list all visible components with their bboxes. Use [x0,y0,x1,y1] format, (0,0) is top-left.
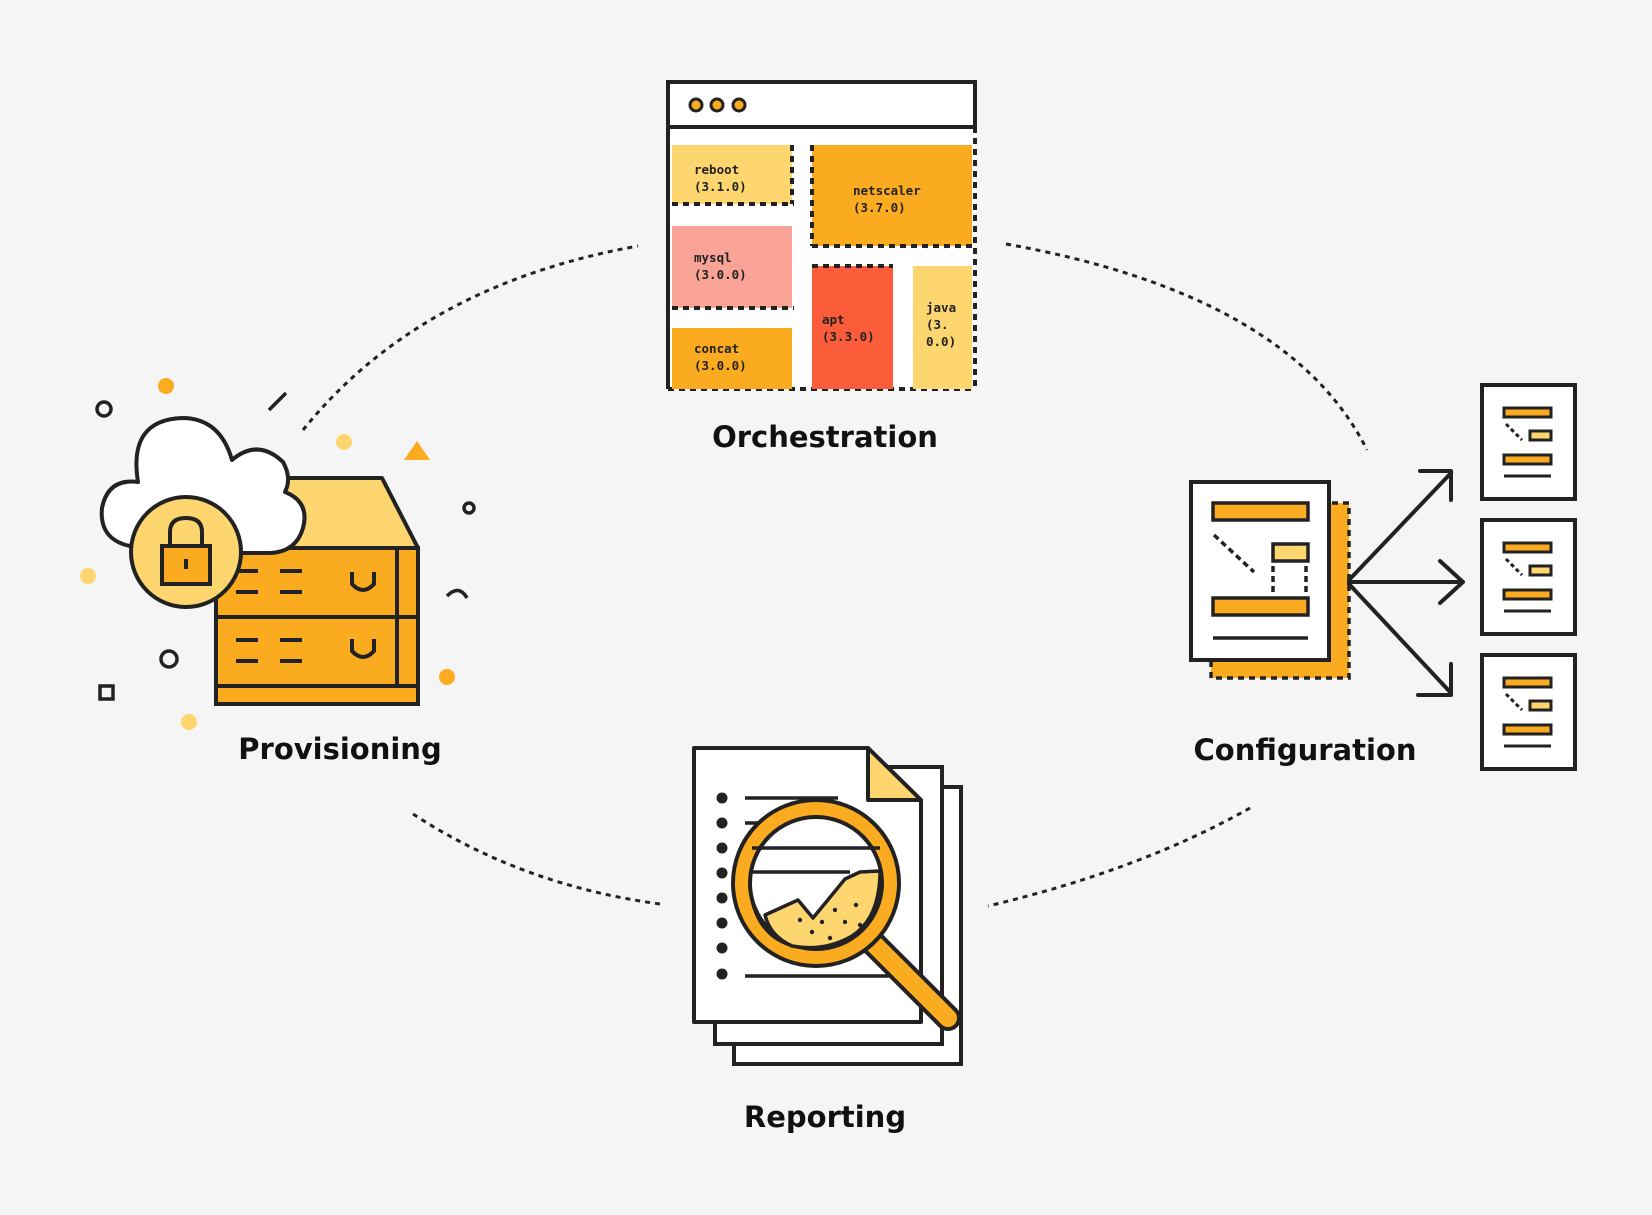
module-name: netscaler [853,183,921,198]
connector-orchestration-configuration [1005,242,1369,451]
provisioning-label: Provisioning [238,732,442,766]
target-document [1480,518,1577,636]
module-version: 0.0) [926,334,956,349]
module-tile-netscaler: netscaler (3.7.0) [810,145,972,248]
config-document-fanout-icon [1189,383,1577,771]
window-dot [688,97,704,113]
module-version: (3.1.0) [694,179,747,194]
module-tile-reboot: reboot (3.1.0) [672,145,794,206]
cycle-connectors [301,242,1369,908]
module-tile-mysql: mysql (3.0.0) [672,226,794,310]
connector-configuration-reporting [987,806,1251,908]
module-name: concat [694,341,739,356]
magnifier [731,798,961,1031]
module-name: mysql [694,250,732,265]
target-document [1480,383,1577,501]
browser-window-icon: reboot (3.1.0) netscaler (3.7.0) mysql (… [666,80,977,391]
connector-provisioning-orchestration [301,244,639,431]
server-body [214,546,420,706]
configuration-label: Configuration [1193,733,1417,767]
page-fold [866,746,923,802]
report-magnifier-icon [692,746,963,1066]
module-tile-apt: apt (3.3.0) [812,264,893,389]
connector-reporting-provisioning [409,810,661,906]
module-version: (3.0.0) [694,358,747,373]
reporting-label: Reporting [743,1100,907,1134]
module-name: reboot [694,162,739,177]
module-name: java [926,300,956,315]
target-document [1480,653,1577,771]
module-version: (3. [926,317,949,332]
module-tile-concat: concat (3.0.0) [672,328,792,389]
decorations [95,391,476,701]
module-name: apt [822,312,845,327]
module-tile-java: java (3. 0.0) [913,266,972,389]
fanout-arrows [1347,469,1465,697]
module-version: (3.0.0) [694,267,747,282]
module-version: (3.3.0) [822,329,875,344]
cloud-lock-server-icon [80,378,476,730]
window-dot [709,97,725,113]
window-dot [731,97,747,113]
lock-icon [160,515,212,586]
orchestration-label: Orchestration [712,420,938,454]
module-version: (3.7.0) [853,200,906,215]
